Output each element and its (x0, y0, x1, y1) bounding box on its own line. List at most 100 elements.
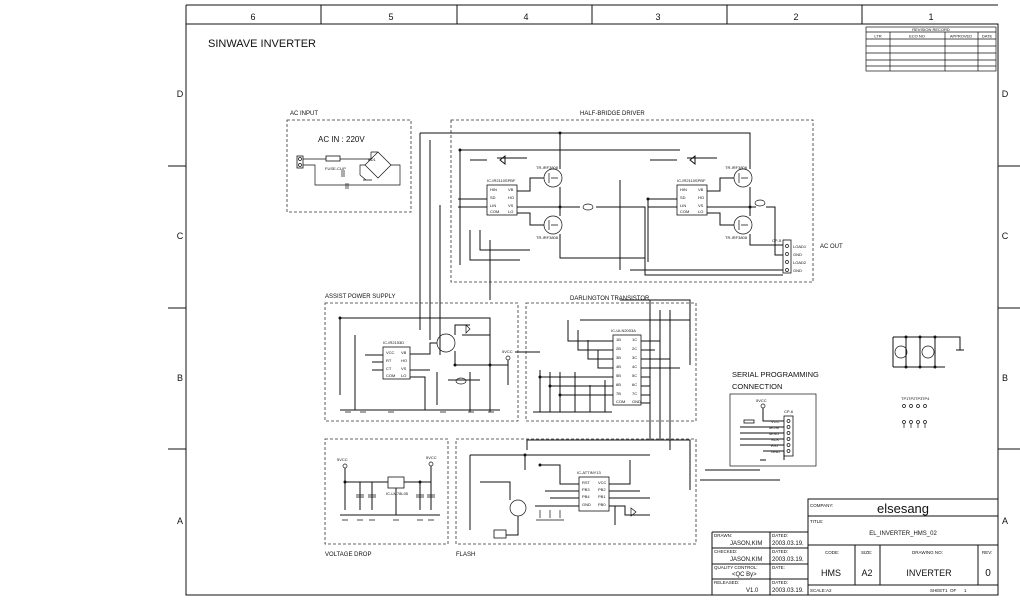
svg-text:1C: 1C (632, 337, 637, 342)
zone-col-4: 4 (523, 12, 528, 22)
mosfet-q-bot-1-label: TR-IRF3808 (536, 235, 559, 240)
svg-text:LO: LO (698, 209, 703, 214)
drawn-date: 2003.03.19. (772, 541, 804, 547)
drawing-title: EL_INVERTER_HMS_02 (869, 531, 937, 537)
prog-vcc-label: 5VCC (756, 398, 767, 403)
ac-out-pin-3: LOAD2 (793, 260, 807, 265)
row-zone-markers: D C B A D C B A (168, 89, 1020, 526)
checked-date: 2003.03.19. (772, 557, 804, 563)
svg-text:VS: VS (508, 203, 514, 208)
zone-col-1: 1 (928, 12, 933, 22)
zone-row-b-left: B (177, 373, 183, 383)
test-point-cluster: TP1 TP2 TP3 TP4 (892, 335, 964, 428)
serial-connection-label: CONNECTION (732, 382, 782, 391)
svg-text:HO: HO (698, 195, 704, 200)
ac-out-pin-2: GND (793, 252, 802, 257)
zone-row-d-left: D (177, 89, 184, 99)
svg-text:PB4: PB4 (582, 494, 590, 499)
drawn-dated-label: DATED: (772, 533, 788, 538)
svg-text:VCC: VCC (598, 480, 607, 485)
svg-text:PB3: PB3 (582, 487, 590, 492)
half-bridge-block: HALF-BRIDGE DRIVER IC-IR2110SPBF HINSDLI… (420, 111, 843, 283)
assist-vcc-label: 5VCC (502, 349, 513, 354)
revision-table: REVISION RECORD LTR ECO NO APPROVED DATE (865, 26, 997, 72)
ac-out-connector (782, 239, 792, 274)
serial-programming-block: SERIAL PROGRAMMING CONNECTION CP-6 VCC M… (729, 370, 819, 467)
code-label: CODE: (825, 550, 839, 555)
svg-text:GND: GND (632, 399, 641, 404)
programming-connector (783, 415, 794, 457)
svg-text:2B: 2B (616, 346, 621, 351)
revision-col-eco: ECO NO (909, 34, 925, 39)
drawing-no-label: DRAWING NO: (912, 550, 943, 555)
assist-power-label: ASSIST POWER SUPPLY (325, 294, 395, 300)
zone-col-2: 2 (793, 12, 798, 22)
released-date: 2003.03.19. (772, 588, 804, 594)
zone-row-a-left: A (177, 516, 183, 526)
ac-input-block: AC INPUT AC IN : 220V FUSE-CLIP BD1 (286, 111, 412, 213)
svg-text:GND: GND (582, 502, 591, 507)
svg-text:PB0: PB0 (598, 502, 606, 507)
drawing-frame (185, 23, 999, 596)
svg-text:5B: 5B (616, 373, 621, 378)
qc-label: QUALITY CONTROL: (714, 565, 758, 570)
interconnect-wires (419, 133, 780, 490)
assist-power-block: ASSIST POWER SUPPLY IC-IR2153D VCCRTCTCO… (324, 294, 519, 422)
svg-text:LIN: LIN (680, 203, 686, 208)
darlington-ic (612, 334, 642, 406)
code-value: HMS (821, 568, 841, 578)
svg-text:HIN: HIN (490, 187, 497, 192)
scale-value: A2 (826, 588, 832, 593)
released-dated-label: DATED: (772, 580, 788, 585)
zone-col-3: 3 (655, 12, 660, 22)
checked-label: CHECKED: (714, 549, 737, 554)
svg-text:4C: 4C (632, 364, 637, 369)
zone-col-6: 6 (250, 12, 255, 22)
svg-text:2C: 2C (632, 346, 637, 351)
scale-label: SCALE: (810, 588, 826, 593)
svg-text:COM: COM (490, 209, 499, 214)
zone-row-c-right: C (1002, 231, 1009, 241)
released-label: RELEASED: (714, 580, 739, 585)
svg-text:VB: VB (508, 187, 514, 192)
svg-text:PB2: PB2 (598, 487, 606, 492)
svg-text:CT: CT (386, 366, 392, 371)
svg-text:LO: LO (508, 209, 513, 214)
assist-ic-label: IC-IR2153D (383, 340, 404, 345)
flash-label: FLASH (456, 552, 475, 558)
programming-connector-label: CP-6 (784, 409, 794, 414)
svg-text:SD: SD (680, 195, 686, 200)
half-bridge-ic-2-label: IC-IR2110SPBF (677, 178, 706, 183)
revision-header: REVISION RECORD (912, 27, 950, 32)
bridge-label: BD1 (368, 157, 377, 162)
mosfet-q-bot-2-label: TR-IRF3808 (725, 235, 748, 240)
rev-value: 0 (985, 568, 991, 579)
zone-col-5: 5 (388, 12, 393, 22)
svg-text:VB: VB (698, 187, 704, 192)
zone-row-c-left: C (177, 231, 184, 241)
voltage-drop-block: VOLTAGE DROP IC-LM78L05 5VCC 5VCC (324, 438, 449, 558)
svg-text:HIN: HIN (680, 187, 687, 192)
vdrop-vcc-label-1: 5VCC (337, 457, 348, 462)
size-label: SIZE: (861, 550, 872, 555)
svg-text:SD: SD (490, 195, 496, 200)
column-zone-markers: 6 5 4 3 2 1 (185, 4, 998, 24)
revision-col-date: DATE (982, 34, 993, 39)
voltage-drop-label: VOLTAGE DROP (325, 552, 371, 558)
svg-text:VS: VS (698, 203, 704, 208)
title-label: TITLE: (810, 519, 824, 524)
drawn-label: DRAWN: (714, 533, 732, 538)
ac-input-label: AC INPUT (290, 111, 318, 117)
svg-text:VCC: VCC (386, 350, 395, 355)
checked-by: JASON,KIM (730, 557, 762, 563)
checked-dated-label: DATED: (772, 549, 788, 554)
svg-text:LO: LO (401, 373, 406, 378)
test-point-3: TP3 (915, 396, 923, 401)
drawn-by: JASON,KIM (730, 541, 762, 547)
svg-text:LIN: LIN (490, 203, 496, 208)
company-name: elsesang (877, 501, 929, 516)
sheet-of-label: OF (950, 588, 957, 593)
half-bridge-ic-1 (486, 184, 518, 216)
